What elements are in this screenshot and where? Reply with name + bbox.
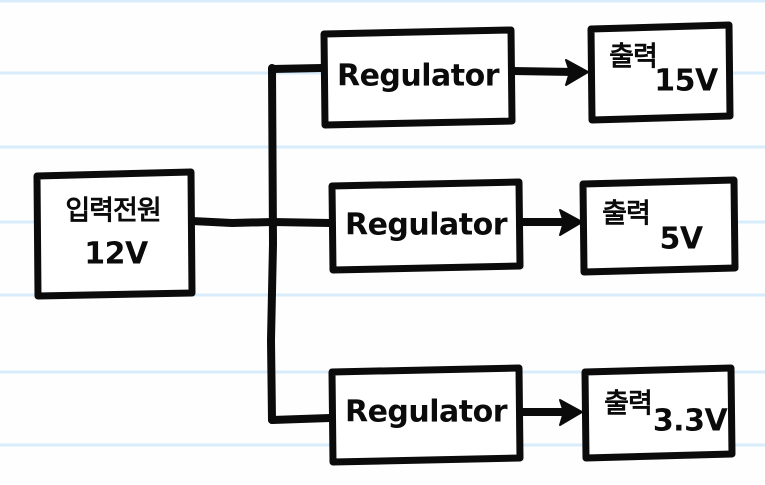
node-output-5v[interactable]: 출력 5V [579,176,739,276]
input-power-box-outline [33,168,196,300]
arrow-regulator-15v-to-output [508,59,589,86]
wire-bus-to-regulator-5v [268,218,334,227]
output-5v-box-outline [579,176,739,276]
regulator-3v3-box-outline [328,364,524,466]
wiring-group [188,64,334,424]
node-regulator-3v3[interactable]: Regulator [328,364,524,466]
output-15v-label-ko: 출력 [609,42,657,73]
output-3v3-label-ko: 출력 [604,389,652,420]
output-5v-label-ko: 출력 [602,199,650,230]
arrow-head-3v3 [559,399,583,426]
wire-bus-to-regulator-3v3 [268,414,334,424]
node-input-power[interactable]: 입력전원 12V [33,168,196,300]
output-3v3-box-outline [581,364,736,462]
output-15v-box-outline [587,21,734,124]
node-regulator-15v[interactable]: Regulator [320,26,516,129]
output-5v-label-value: 5V [659,222,703,257]
wire-input-to-bus [188,217,276,227]
node-output-3v3[interactable]: 출력 3.3V [581,364,736,462]
regulator-5v-box-outline [328,178,524,274]
regulator-15v-box-outline [320,26,516,129]
wire-bus-to-regulator-15v [268,64,326,73]
input-power-label-value: 12V [84,237,149,272]
regulator-5v-label: Regulator [345,208,508,243]
output-3v3-label-value: 3.3V [653,404,729,439]
regulator-3v3-label: Regulator [345,395,508,430]
output-15v-label-value: 15V [654,64,719,99]
wire-vertical-bus [267,64,277,424]
arrow-head-5v [559,209,583,236]
input-power-label-ko: 입력전원 [65,196,160,227]
node-output-15v[interactable]: 출력 15V [587,21,734,124]
node-regulator-5v[interactable]: Regulator [328,178,524,274]
arrow-shaft-15v [508,67,579,76]
arrow-regulator-3v3-to-output [516,399,583,426]
arrow-regulator-5v-to-output [516,209,583,236]
arrow-head-15v [565,59,589,86]
regulator-15v-label: Regulator [337,59,500,94]
